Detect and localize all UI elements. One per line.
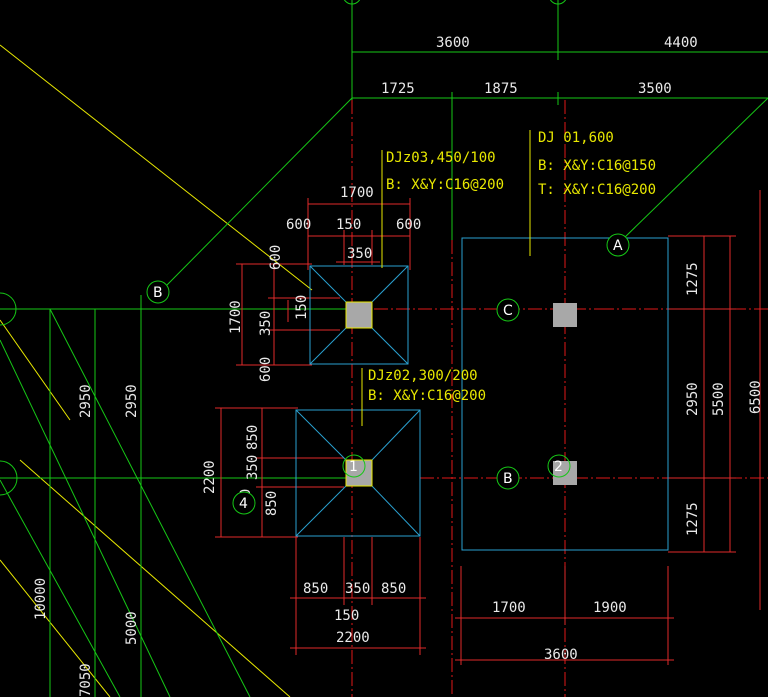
- red-dimension-lines: [215, 190, 761, 665]
- djz02-dim-850-v-bot: 850: [264, 491, 280, 516]
- dim-top-3500: 3500: [638, 81, 672, 97]
- dj01-rebar-b: B: X&Y:C16@150: [538, 158, 656, 174]
- djz03-dim-600-right: 600: [396, 217, 421, 233]
- djz02-dim-850-right: 850: [381, 581, 406, 597]
- djz03-dim-1700-v: 1700: [228, 300, 244, 334]
- left-dim-10000: 10000: [33, 578, 49, 620]
- djz02-dim-350-v: 350: [245, 455, 261, 480]
- djz03-title: DJz03,450/100: [386, 150, 496, 166]
- dim-top-1875: 1875: [484, 81, 518, 97]
- svg-text:2: 2: [554, 459, 563, 475]
- dj01-dim-1900: 1900: [593, 600, 627, 616]
- dj01-dim-1275-bot: 1275: [685, 502, 701, 536]
- djz03-dim-150: 150: [336, 217, 361, 233]
- grid-bubble-b-left[interactable]: B: [146, 280, 170, 304]
- dj01-dim-2950: 2950: [685, 382, 701, 416]
- grid-bubble-top-2-partial: [549, 0, 567, 5]
- dj01-dim-5500: 5500: [711, 382, 727, 416]
- svg-text:4: 4: [239, 496, 248, 512]
- djz02-dim-850-left: 850: [303, 581, 328, 597]
- dim-top-4400: 4400: [664, 35, 698, 51]
- svg-text:A: A: [613, 238, 623, 254]
- svg-text:C: C: [503, 303, 513, 319]
- djz03-dim-350-v: 350: [258, 311, 274, 336]
- djz03-dim-600-left: 600: [286, 217, 311, 233]
- yellow-diagonals: [0, 44, 313, 697]
- djz03-dim-600-v-top: 600: [268, 245, 284, 270]
- djz03-dim-600-v-bot: 600: [258, 357, 274, 382]
- grid-bubble-4[interactable]: 4: [232, 491, 256, 515]
- grid-bubble-2[interactable]: 2: [547, 454, 571, 478]
- dj01-dim-3600: 3600: [544, 647, 578, 663]
- column-dj01-bottom: [553, 461, 577, 485]
- djz02-title: DJz02,300/200: [368, 368, 478, 384]
- left-dim-7050: 7050: [78, 663, 94, 697]
- dim-top-1725: 1725: [381, 81, 415, 97]
- footing-djz03-outline: [309, 265, 409, 365]
- column-djz03: [345, 301, 373, 329]
- djz02-dim-150: 150: [334, 608, 359, 624]
- dj01-title: DJ 01,600: [538, 130, 614, 146]
- leader-lines: [361, 130, 531, 426]
- djz02-dim-2200-v: 2200: [202, 460, 218, 494]
- dj01-dim-1275-top: 1275: [685, 262, 701, 296]
- djz03-dim-150-v: 150: [294, 295, 310, 320]
- grid-bubble-top-1-partial: [343, 0, 361, 5]
- djz03-dim-350-top: 350: [347, 246, 372, 262]
- dj01-dim-6500: 6500: [748, 380, 764, 414]
- footing-djz02-outline: [295, 409, 421, 537]
- dj01-rebar-t: T: X&Y:C16@200: [538, 182, 656, 198]
- column-dj01-top: [553, 303, 577, 327]
- footing-dj01-outline: [461, 237, 669, 551]
- svg-text:1: 1: [349, 459, 358, 475]
- djz03-dim-1700-top: 1700: [340, 185, 374, 201]
- djz02-dim-850-v-top: 850: [245, 425, 261, 450]
- column-djz02: [345, 459, 373, 487]
- djz03-rebar: B: X&Y:C16@200: [386, 177, 504, 193]
- left-dim-2950-a: 2950: [78, 384, 94, 418]
- grid-bubble-c[interactable]: C: [496, 298, 520, 322]
- djz02-dim-2200: 2200: [336, 630, 370, 646]
- footing-outlines: [295, 237, 669, 551]
- svg-text:B: B: [153, 285, 163, 301]
- grid-bubble-a[interactable]: A: [606, 233, 630, 257]
- left-dim-2950-b: 2950: [124, 384, 140, 418]
- svg-text:B: B: [503, 471, 513, 487]
- grid-bubble-1[interactable]: 1: [342, 454, 366, 478]
- djz02-dim-350: 350: [345, 581, 370, 597]
- left-dim-5000: 5000: [124, 611, 140, 645]
- grid-bubble-b-right[interactable]: B: [496, 466, 520, 490]
- djz02-rebar: B: X&Y:C16@200: [368, 388, 486, 404]
- dim-top-3600: 3600: [436, 35, 470, 51]
- columns: [345, 301, 577, 487]
- dj01-dim-1700: 1700: [492, 600, 526, 616]
